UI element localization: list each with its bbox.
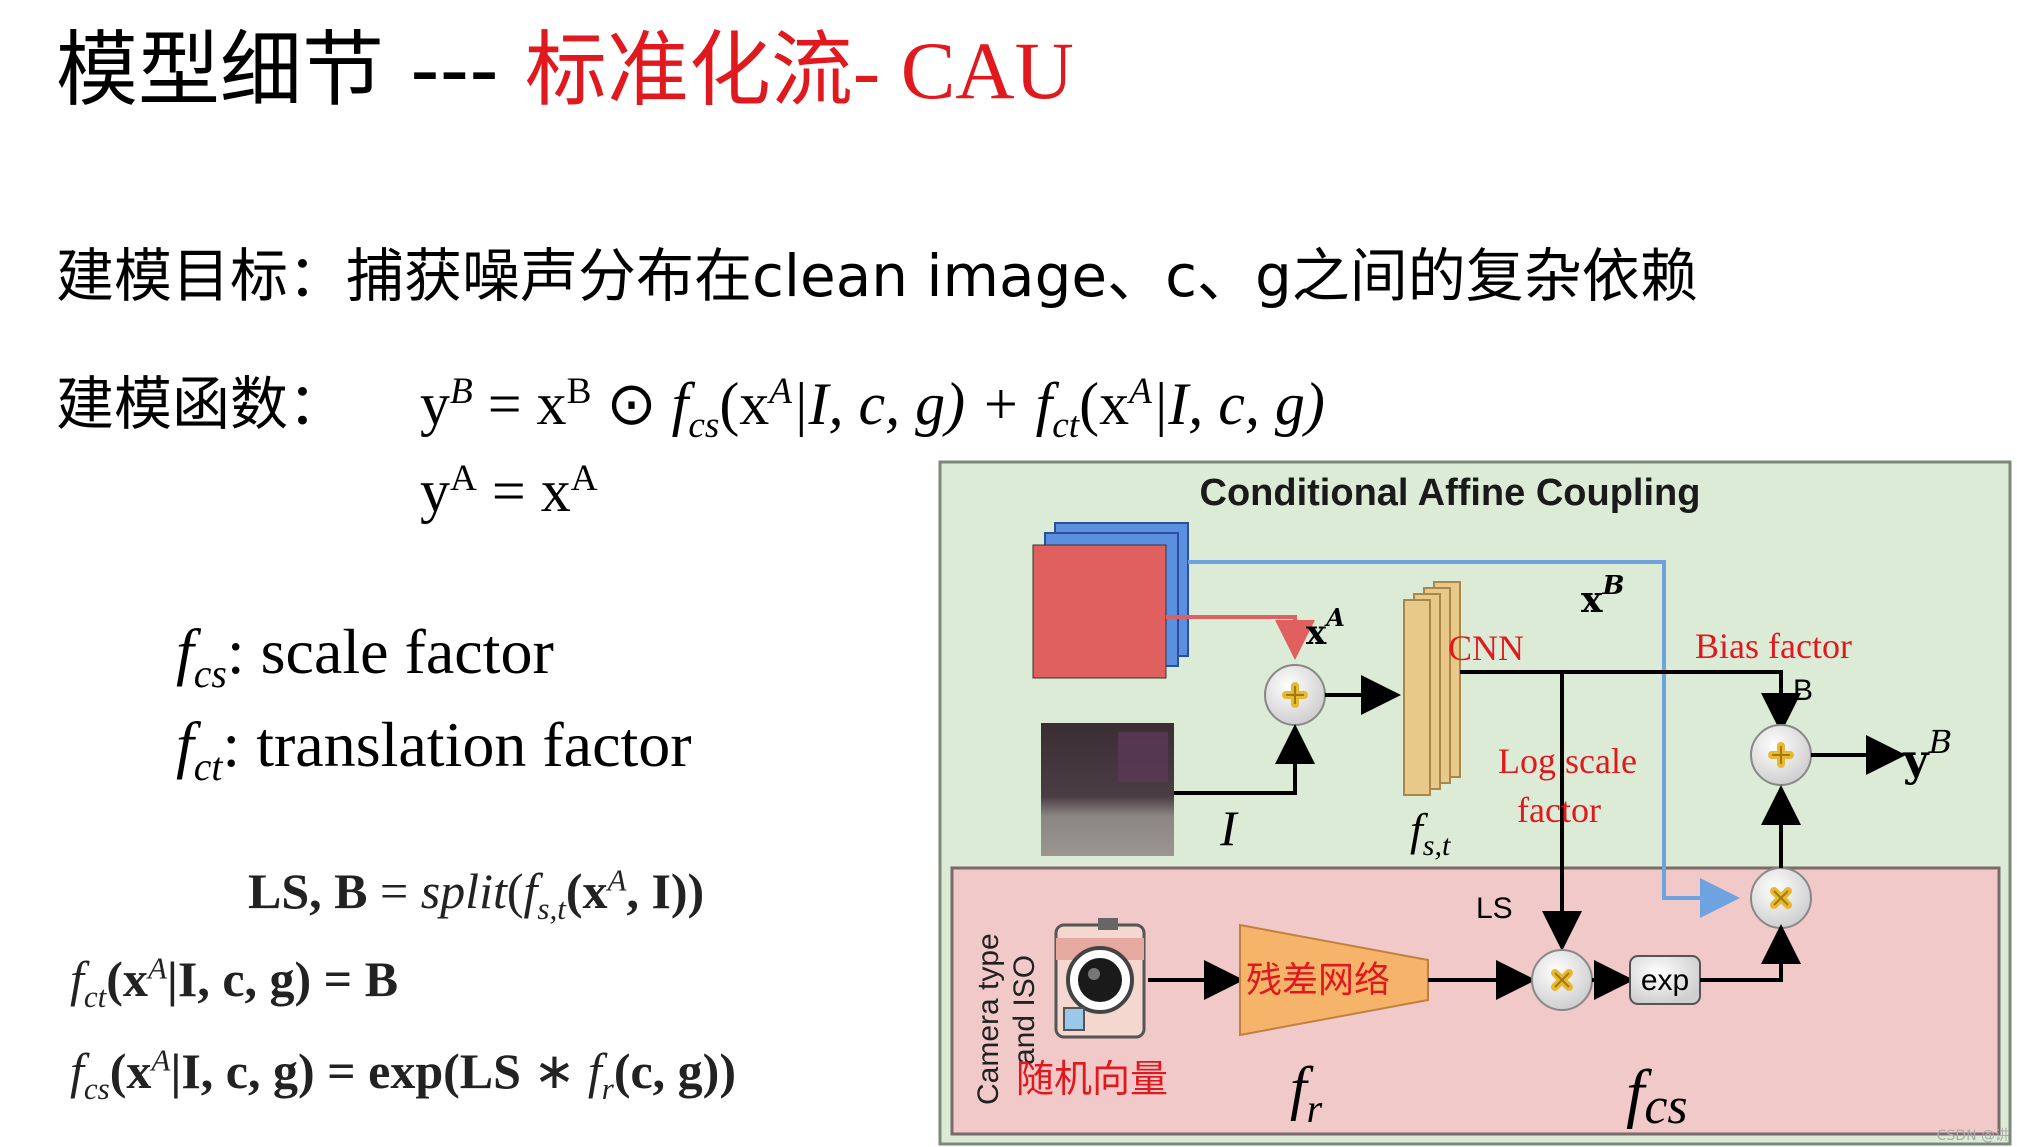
cau-diagram: Conditional Affine Coupling xB xA I fs,t… xyxy=(938,460,2012,1146)
page-title: 模型细节 --- 标准化流- CAU xyxy=(56,22,1074,120)
fcs-label: fcs xyxy=(1626,1057,1688,1135)
bias-label: Bias factor xyxy=(1695,626,1852,666)
camera-icon xyxy=(1054,918,1146,1039)
exp-label: exp xyxy=(1641,964,1689,997)
camera-label-2: and ISO xyxy=(1008,955,1041,1065)
cnn-label: CNN xyxy=(1448,628,1524,668)
diagram-title: Conditional Affine Coupling xyxy=(1200,472,1701,514)
equation-yA: yA = xA xyxy=(420,458,598,524)
resnet-label: 残差网络 xyxy=(1246,960,1390,1001)
fcs-definition: fcs: scale factor xyxy=(176,616,554,696)
yB-label: yB xyxy=(1902,723,1952,786)
I-label: I xyxy=(1219,800,1239,856)
xA-line xyxy=(1166,615,1315,660)
camera-label-1: Camera type xyxy=(972,933,1005,1105)
B-line xyxy=(1460,670,1801,733)
equation-yB: yB = xB ⊙ fcs(xA|I, c, g) + fct(xA|I, c,… xyxy=(420,371,1325,446)
math-split: LS, B = split(fs,t(xA, I)) xyxy=(248,862,705,926)
xB-line xyxy=(1188,560,1740,918)
title-red: 标准化流- CAU xyxy=(524,25,1074,116)
modeling-goal: 建模目标：捕获噪声分布在clean image、c、g之间的复杂依赖 xyxy=(56,242,1698,310)
random-vector-label: 随机向量 xyxy=(1016,1057,1168,1101)
math-fct: fct(xA|I, c, g) = B xyxy=(70,950,399,1014)
fst-block-1 xyxy=(1403,599,1431,796)
I-line xyxy=(1174,724,1315,795)
title-black: 模型细节 --- xyxy=(56,23,525,118)
xB-label: xB xyxy=(1581,571,1624,621)
xA-label: xA xyxy=(1306,603,1345,653)
resnet-trapezoid xyxy=(1239,923,1429,1037)
log-scale-label-2: factor xyxy=(1517,790,1601,830)
fct-definition: fct: translation factor xyxy=(176,709,692,789)
modeling-function-label: 建模函数： xyxy=(56,370,347,438)
log-scale-label-1: Log scale xyxy=(1498,741,1637,781)
stack-front xyxy=(1032,544,1167,679)
math-fcs: fcs(xA|I, c, g) = exp(LS ∗ fr(c, g)) xyxy=(70,1042,736,1106)
B-label: B xyxy=(1793,674,1813,707)
LS-label: LS xyxy=(1476,892,1513,925)
watermark: CSDN @讲 xyxy=(1936,1128,2009,1144)
